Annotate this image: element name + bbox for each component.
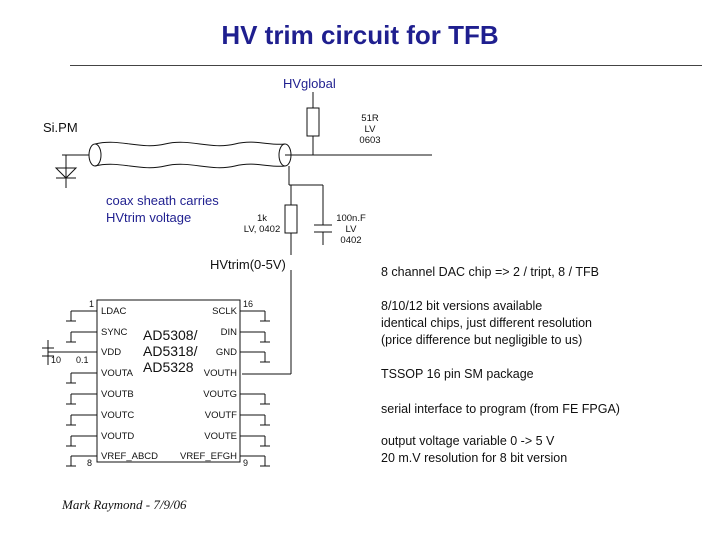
coax-end-left — [88, 143, 102, 167]
resistor-51r — [306, 107, 320, 137]
note-dac-chip: 8 channel DAC chip => 2 / tript, 8 / TFB — [381, 265, 599, 279]
coax-sheath-top — [94, 141, 286, 147]
sipm-diode-icon — [54, 167, 78, 179]
author-signature: Mark Raymond - 7/9/06 — [62, 497, 187, 512]
pin-ldac: LDAC — [101, 306, 127, 317]
note-output-2: 20 m.V resolution for 8 bit version — [381, 451, 568, 465]
pin-9-number: 9 — [243, 458, 249, 468]
pin-voutg: VOUTG — [203, 389, 237, 400]
hvtrim-label: HVtrim(0-5V) — [210, 257, 286, 272]
note-package: TSSOP 16 pin SM package — [381, 367, 534, 381]
pin-din: DIN — [220, 327, 237, 338]
chip-name-ad5318: AD5318/ — [143, 343, 198, 359]
coax-note-line-1: coax sheath carries — [106, 193, 219, 208]
title-divider — [70, 65, 702, 66]
pin-16-number: 16 — [243, 299, 254, 309]
pin-vref-efgh: VREF_EFGH — [179, 451, 237, 462]
pin-voutf: VOUTF — [204, 410, 237, 421]
note-versions-3: (price difference but negligible to us) — [381, 333, 583, 347]
vdd-cap-farad: 0.1 — [76, 355, 89, 365]
dac-chip-outline — [96, 299, 241, 463]
sipm-label: Si.PM — [43, 120, 78, 135]
chip-name-ad5308: AD5308/ — [143, 327, 198, 343]
note-serial: serial interface to program (from FE FPG… — [381, 402, 620, 416]
note-versions-1: 8/10/12 bit versions available — [381, 299, 543, 313]
note-output-1: output voltage variable 0 -> 5 V — [381, 434, 555, 448]
pin-1-number: 1 — [89, 299, 95, 309]
pin-vouth: VOUTH — [203, 368, 237, 379]
pin-gnd: GND — [215, 347, 237, 358]
pin-voutd: VOUTD — [101, 431, 135, 442]
coax-note-line-2: HVtrim voltage — [106, 210, 192, 225]
pin-voutc: VOUTC — [101, 410, 135, 421]
hvglobal-label: HVglobal — [283, 76, 336, 91]
pin-vref-abcd: VREF_ABCD — [101, 451, 159, 462]
pin-8-number: 8 — [87, 458, 93, 468]
pin-voute: VOUTE — [204, 431, 237, 442]
coax-sheath-bottom — [94, 163, 286, 169]
page-title: HV trim circuit for TFB — [221, 20, 499, 50]
vdd-cap-value: 10 — [51, 355, 62, 365]
note-versions-2: identical chips, just different resoluti… — [381, 316, 592, 330]
pin-voutb: VOUTB — [101, 389, 134, 400]
pin-sync: SYNC — [101, 327, 128, 338]
pin-vouta: VOUTA — [101, 368, 134, 379]
pin-sclk: SCLK — [212, 306, 237, 317]
chip-name-ad5328: AD5328 — [143, 359, 194, 375]
pin-vdd: VDD — [101, 347, 122, 358]
